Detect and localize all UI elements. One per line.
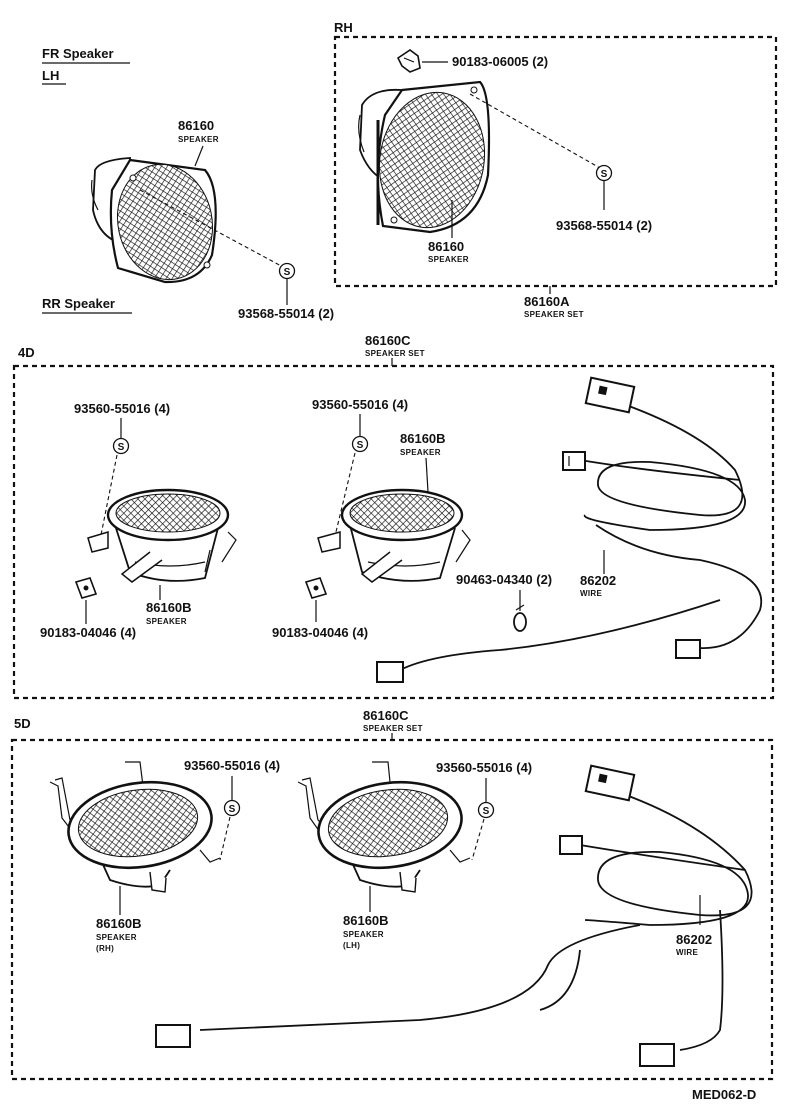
rh-speaker-desc: SPEAKER bbox=[428, 255, 469, 264]
5d-box bbox=[10, 738, 774, 1081]
connector-icon bbox=[559, 835, 583, 855]
clip-icon bbox=[396, 49, 421, 73]
connector-icon bbox=[584, 376, 636, 414]
rh-box bbox=[333, 35, 778, 288]
connector-icon bbox=[155, 1024, 191, 1048]
rh-label: RH bbox=[334, 20, 353, 35]
speaker-icon bbox=[297, 761, 471, 893]
top-section: FR Speaker LH 86160 SPEAKER 93568-55014 … bbox=[42, 20, 778, 321]
5d-set-desc: SPEAKER SET bbox=[363, 724, 423, 733]
5d-rh-side: (RH) bbox=[96, 944, 114, 953]
five-door-section: 86160C SPEAKER SET 5D 93560-55016 (4) 86… bbox=[10, 708, 774, 1081]
4d-label: 4D bbox=[18, 345, 35, 360]
rh-speaker-part: 86160 bbox=[428, 239, 464, 254]
4d-set-part: 86160C bbox=[365, 333, 411, 348]
connector-icon bbox=[639, 1043, 675, 1067]
connector-icon bbox=[675, 639, 701, 659]
screw-s-icon bbox=[351, 435, 369, 453]
speaker-icon bbox=[358, 80, 491, 234]
4d-lower-speaker-part: 86160B bbox=[400, 431, 446, 446]
lh-label: LH bbox=[42, 68, 59, 83]
5d-right-screw-part: 93560-55016 (4) bbox=[436, 760, 532, 775]
speaker-icon bbox=[87, 488, 237, 583]
set-86160a-part: 86160A bbox=[524, 294, 570, 309]
4d-right-screw-part: 93560-55016 (4) bbox=[312, 397, 408, 412]
5d-lh-side: (LH) bbox=[343, 941, 360, 950]
5d-rh-speaker-part: 86160B bbox=[96, 916, 142, 931]
4d-lower-speaker-desc: SPEAKER bbox=[400, 448, 441, 457]
5d-left-screw-part: 93560-55016 (4) bbox=[184, 758, 280, 773]
set-86160a-desc: SPEAKER SET bbox=[524, 310, 584, 319]
clamp-icon bbox=[513, 604, 527, 632]
four-door-section: 86160C SPEAKER SET 4D 93560-55016 (4) 86… bbox=[12, 333, 775, 700]
lh-screw-part: 93568-55014 (2) bbox=[238, 306, 334, 321]
5d-wire-desc: WIRE bbox=[676, 948, 698, 957]
4d-upper-speaker-part: 86160B bbox=[146, 600, 192, 615]
screw-s-icon bbox=[278, 262, 296, 280]
wire-harness bbox=[199, 789, 753, 1051]
lh-speaker-desc: SPEAKER bbox=[178, 135, 219, 144]
4d-set-desc: SPEAKER SET bbox=[365, 349, 425, 358]
4d-left-nut-part: 90183-04046 (4) bbox=[40, 625, 136, 640]
screw-s-icon bbox=[112, 437, 130, 455]
4d-clamp-part: 90463-04340 (2) bbox=[456, 572, 552, 587]
lh-speaker-part: 86160 bbox=[178, 118, 214, 133]
drawing-code: MED062-D bbox=[692, 1087, 756, 1102]
nut-icon bbox=[304, 577, 328, 599]
4d-right-nut-part: 90183-04046 (4) bbox=[272, 625, 368, 640]
fr-speaker-label: FR Speaker bbox=[42, 46, 114, 61]
4d-wire-desc: WIRE bbox=[580, 589, 602, 598]
connector-icon bbox=[376, 661, 404, 683]
4d-box bbox=[12, 364, 775, 700]
speaker-icon bbox=[317, 488, 471, 583]
screw-s-icon bbox=[223, 799, 241, 817]
rr-speaker-label: RR Speaker bbox=[42, 296, 115, 311]
screw-s-icon bbox=[477, 801, 495, 819]
connector-icon bbox=[562, 451, 586, 471]
screw-s-icon bbox=[595, 164, 613, 182]
connector-icon bbox=[584, 764, 636, 802]
5d-lh-speaker-desc: SPEAKER bbox=[343, 930, 384, 939]
5d-label: 5D bbox=[14, 716, 31, 731]
5d-rh-speaker-desc: SPEAKER bbox=[96, 933, 137, 942]
5d-lh-speaker-part: 86160B bbox=[343, 913, 389, 928]
5d-wire-part: 86202 bbox=[676, 932, 712, 947]
speaker-icon bbox=[91, 157, 217, 284]
wire-harness bbox=[399, 399, 763, 671]
4d-upper-speaker-desc: SPEAKER bbox=[146, 617, 187, 626]
5d-set-part: 86160C bbox=[363, 708, 409, 723]
rh-screw-part: 93568-55014 (2) bbox=[556, 218, 652, 233]
speaker-icon bbox=[49, 761, 221, 893]
nut-icon bbox=[74, 577, 98, 599]
4d-wire-part: 86202 bbox=[580, 573, 616, 588]
4d-left-screw-part: 93560-55016 (4) bbox=[74, 401, 170, 416]
rh-clip-part: 90183-06005 (2) bbox=[452, 54, 548, 69]
